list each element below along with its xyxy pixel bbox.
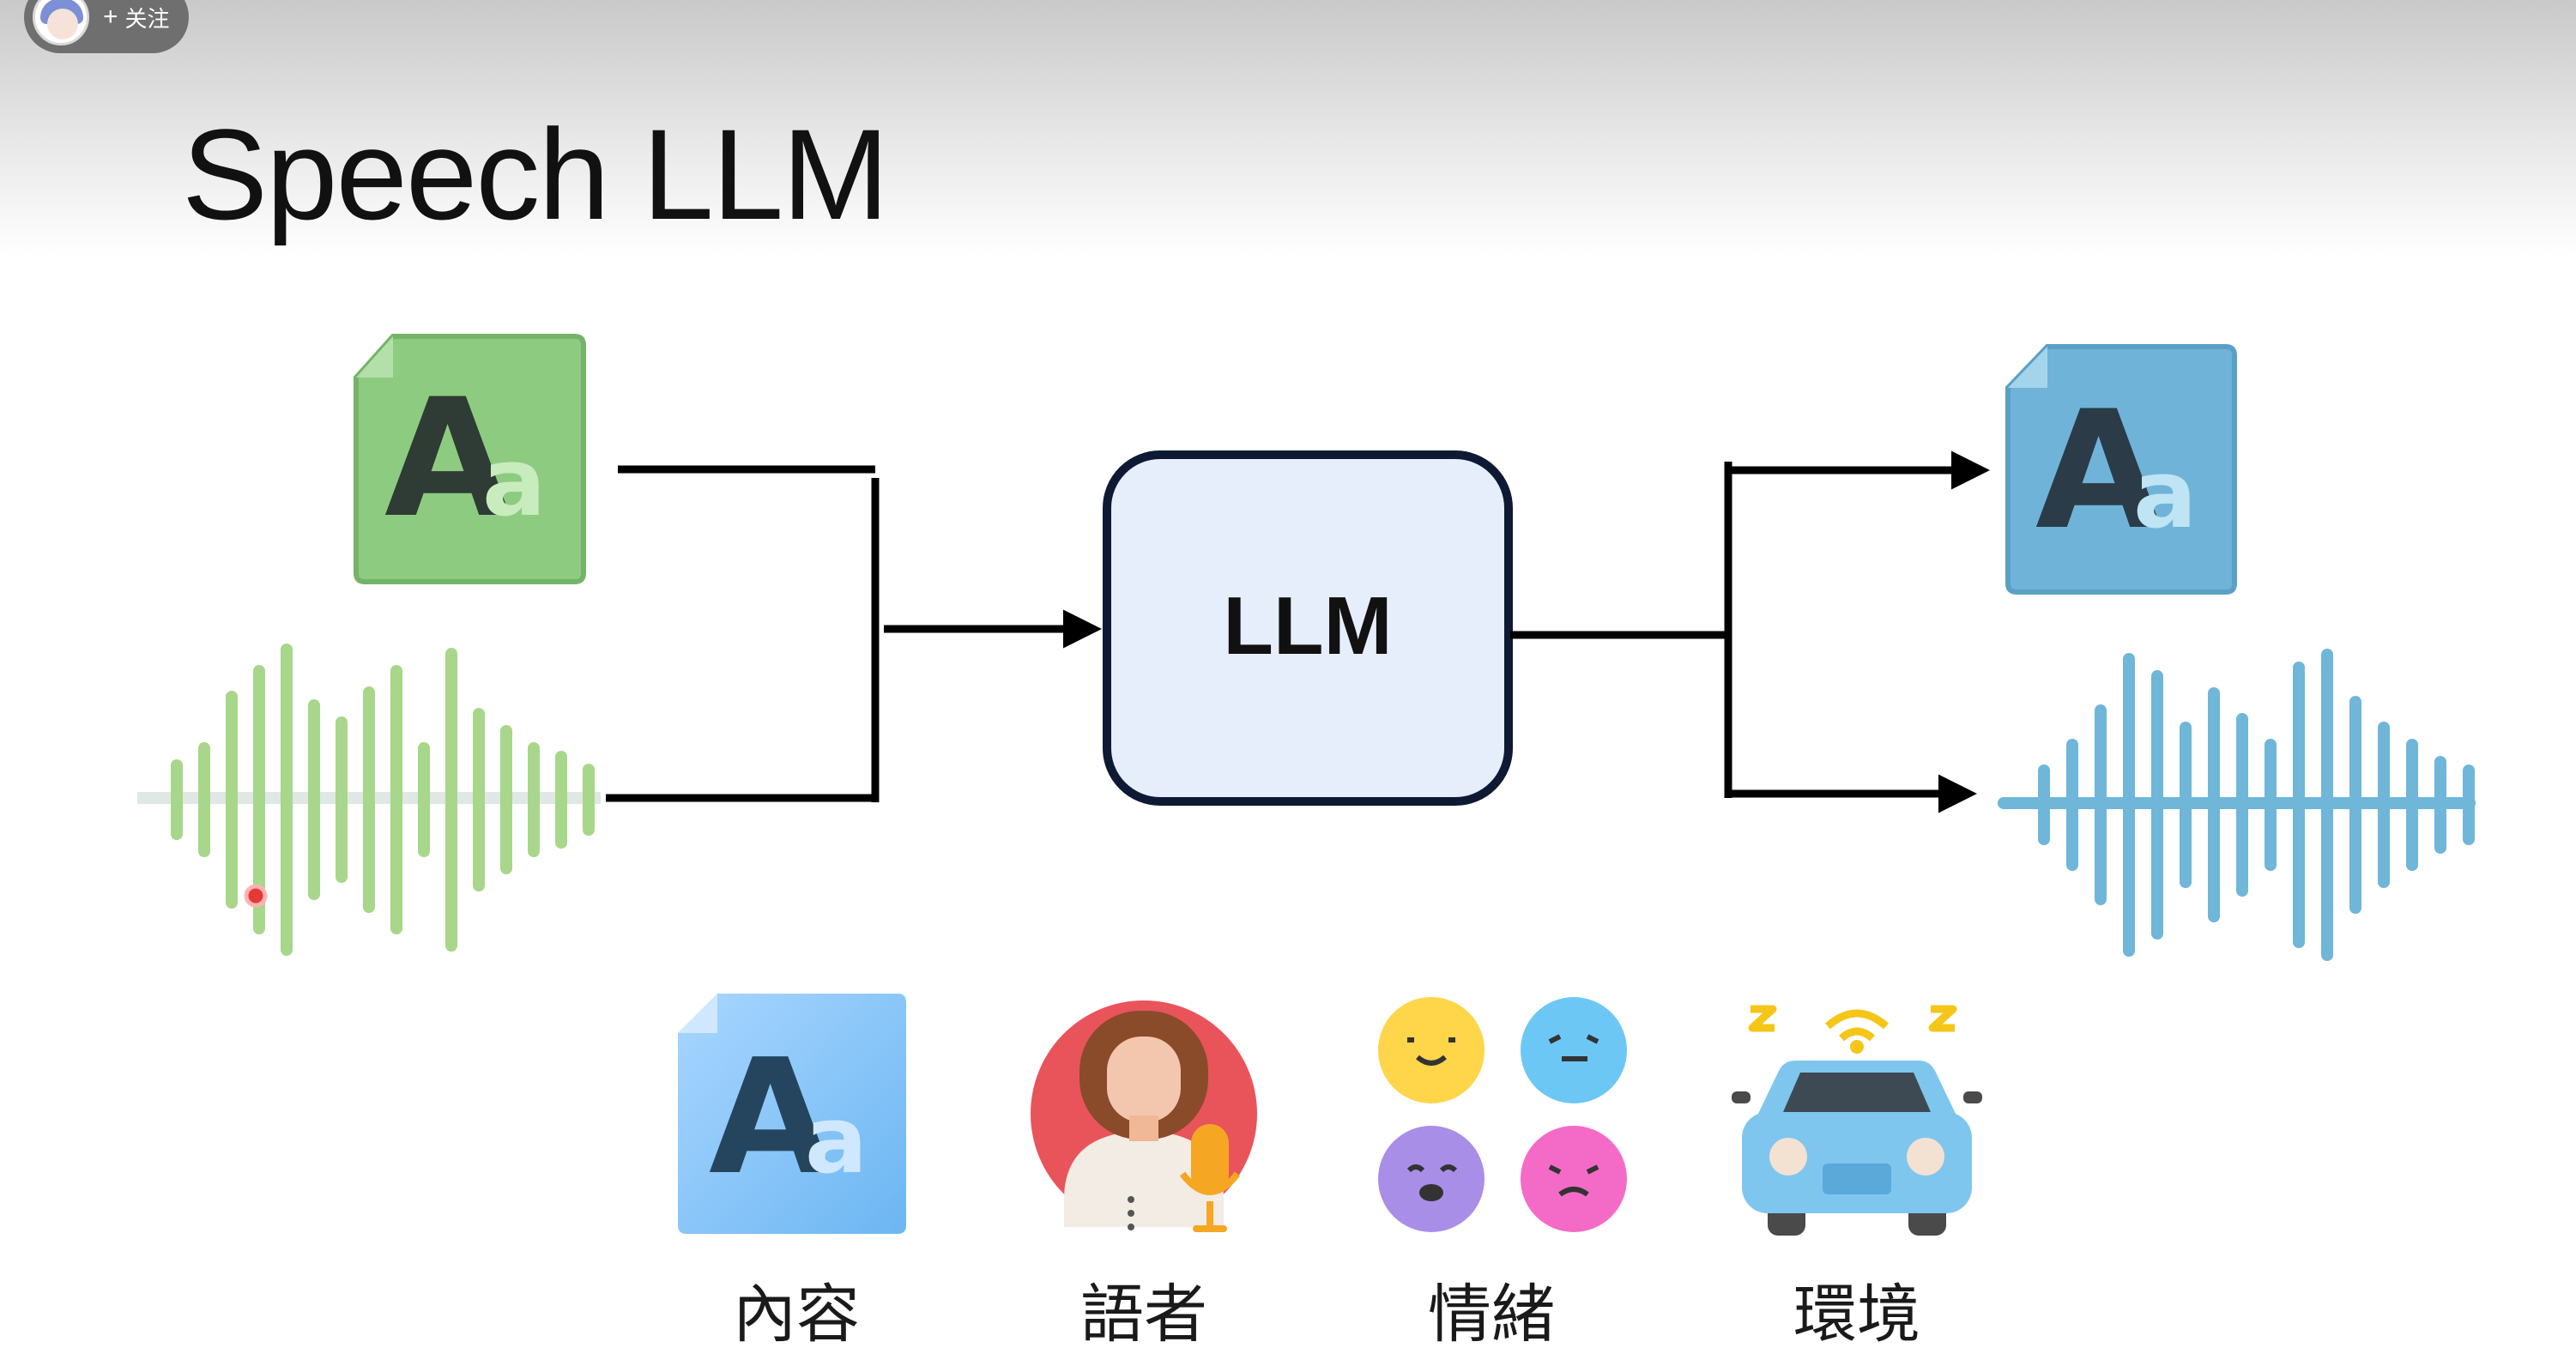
svg-text:a: a bbox=[2133, 439, 2197, 549]
output-waveform-icon bbox=[1998, 649, 2476, 961]
emotion-faces-icon bbox=[1378, 997, 1627, 1232]
aspect-label-speaker: 語者 bbox=[1080, 1278, 1207, 1351]
svg-text:A: A bbox=[709, 1024, 831, 1210]
follow-text: + 关注 bbox=[103, 2, 170, 33]
llm-label: LLM bbox=[1223, 580, 1392, 672]
slide-title: Speech LLM bbox=[182, 102, 889, 246]
plus-icon: + bbox=[103, 3, 118, 31]
output-connector bbox=[1510, 450, 1990, 813]
svg-text:A: A bbox=[384, 364, 511, 553]
input-text-icon: A a bbox=[354, 334, 586, 584]
follow-label: 关注 bbox=[124, 5, 170, 32]
svg-text:a: a bbox=[482, 427, 546, 537]
svg-text:a: a bbox=[805, 1087, 868, 1194]
aspect-label-content: 內容 bbox=[733, 1278, 860, 1351]
aspect-label-emotion: 情緒 bbox=[1428, 1278, 1555, 1351]
top-shade bbox=[0, 0, 2576, 257]
output-text-icon: A a bbox=[2005, 344, 2237, 595]
input-waveform-icon bbox=[137, 644, 601, 956]
speaker-with-microphone-icon bbox=[1031, 1000, 1257, 1232]
input-connector bbox=[606, 465, 1102, 802]
aspect-label-environment: 環境 bbox=[1793, 1278, 1920, 1351]
car-environment-icon bbox=[1732, 1005, 1982, 1236]
avatar bbox=[33, 0, 89, 45]
cursor-dot bbox=[244, 884, 268, 908]
llm-box: LLM bbox=[1103, 450, 1513, 806]
follow-button[interactable]: + 关注 bbox=[24, 0, 189, 53]
svg-text:A: A bbox=[2035, 376, 2162, 565]
text-document-icon: A a bbox=[678, 994, 906, 1234]
